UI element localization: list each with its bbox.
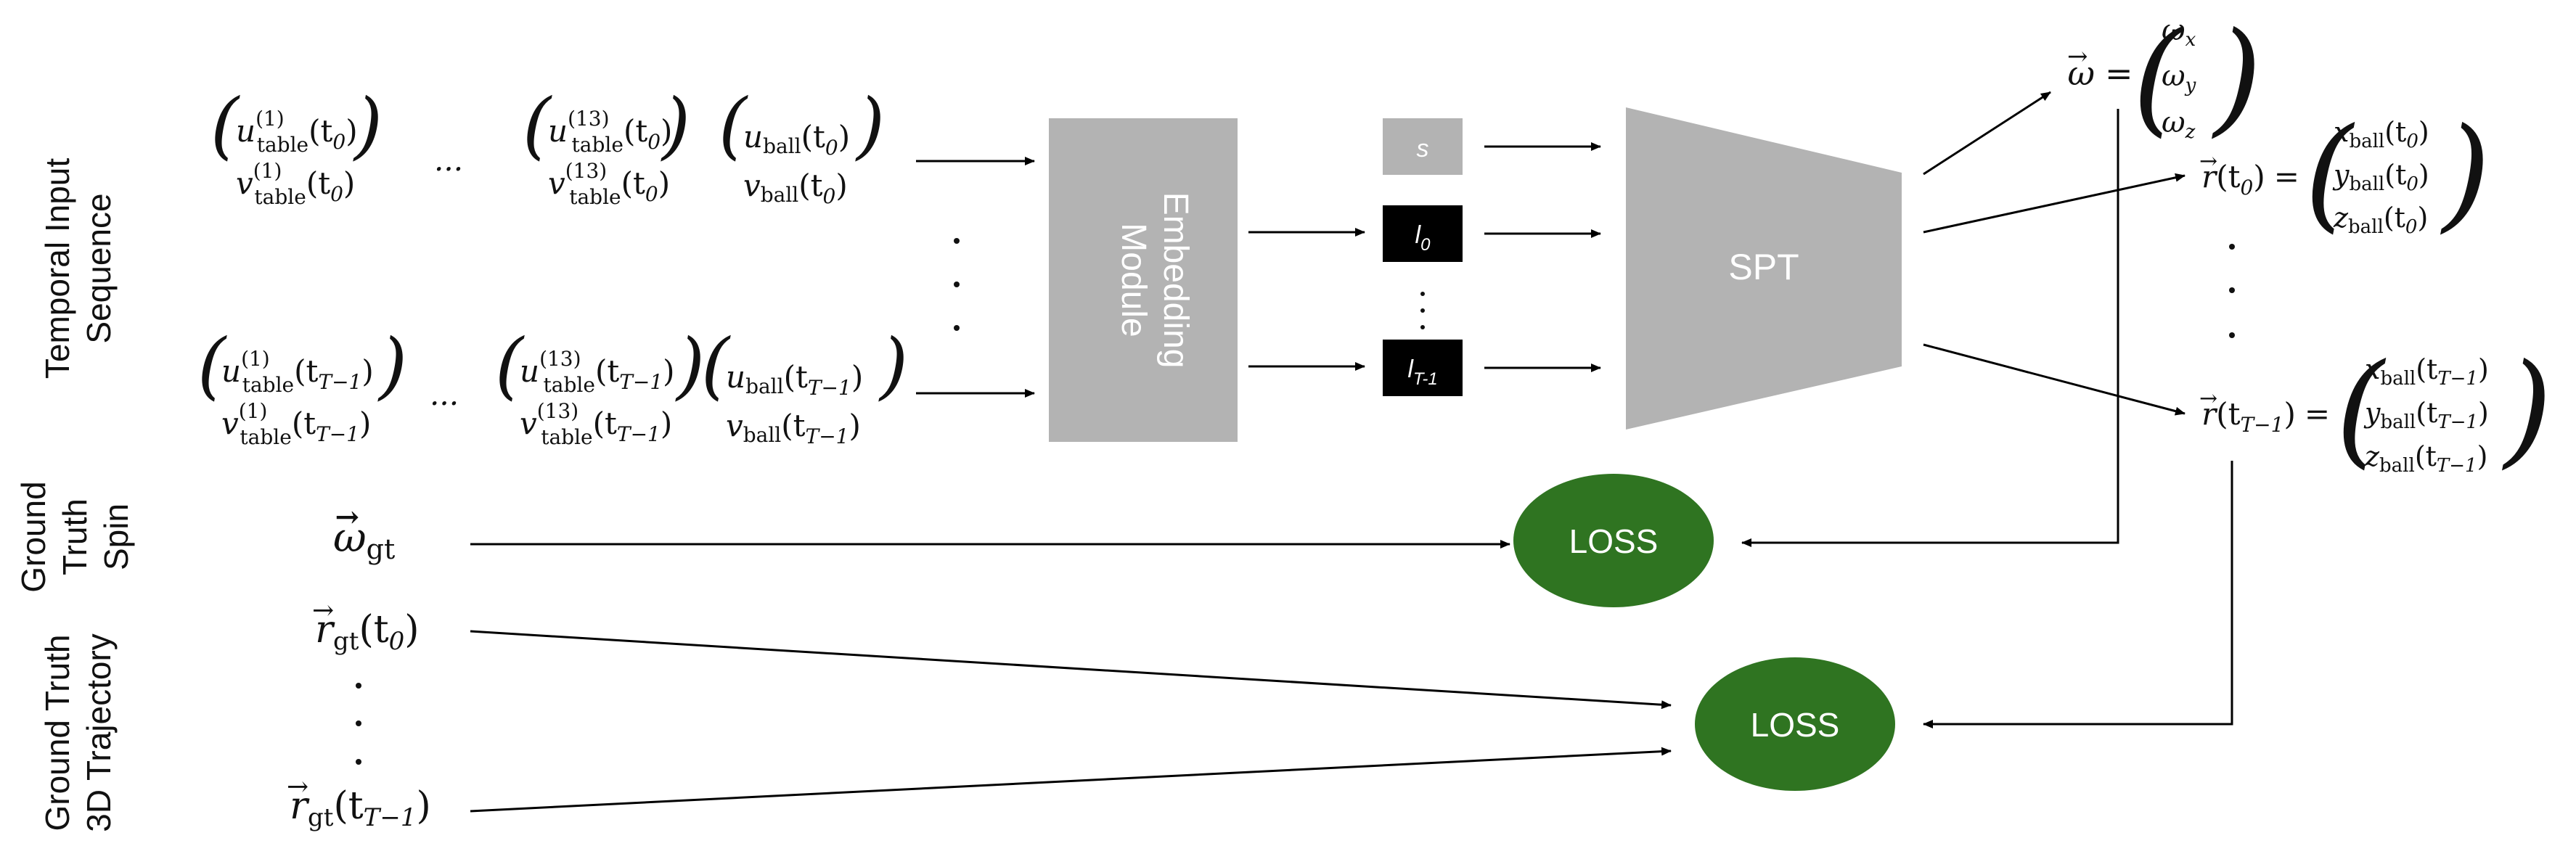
spin-label-line1: Ground	[15, 481, 52, 592]
temporal-input-sequence-label: Temporal Input Sequence	[38, 158, 118, 379]
ground-truth-trajectory-label: Ground Truth 3D Trajectory	[38, 633, 118, 832]
svg-text:→ωgt: →ωgt	[333, 500, 395, 565]
arrow-spt-to-r-t0	[1923, 173, 2185, 234]
input-row-tT: ( u(1)table(tT−1) v(1)table(tT−1) ) ... …	[197, 323, 908, 449]
traj-label-line1: Ground Truth	[38, 634, 76, 831]
svg-text:ωz: ωz	[2162, 106, 2196, 143]
input-vector-table1-tT: ( u(1)table(tT−1) v(1)table(tT−1) )	[197, 323, 407, 449]
input-vector-table13-t0: ( u(13)table(t0) v(13)table(t0) )	[523, 83, 690, 209]
embedding-label-line2: Module	[1114, 223, 1153, 337]
output-vertical-dots	[2229, 244, 2235, 338]
spin-label-line3: Spin	[97, 504, 135, 570]
svg-text:(: (	[2305, 102, 2355, 245]
svg-text:(: (	[719, 83, 748, 168]
svg-text:→ω=: →ω=	[2067, 42, 2133, 93]
svg-text:xball(tT−1): xball(tT−1)	[2365, 353, 2489, 390]
svg-text:l0: l0	[1415, 221, 1431, 255]
svg-text:vball(tT−1): vball(tT−1)	[726, 408, 861, 448]
svg-text:(: (	[2133, 6, 2183, 149]
input-row-t0: ( u(1)table(t0) v(1)table(t0) ) ... ( u(…	[210, 83, 885, 209]
embedding-module: Embedding Module	[1049, 118, 1238, 442]
loss-node-spin: LOSS	[1513, 474, 1714, 607]
svg-text:v(13)table(t0): v(13)table(t0)	[548, 159, 670, 209]
svg-text:uball(tT−1): uball(tT−1)	[726, 359, 863, 400]
svg-text:→rgt(tT−1): →rgt(tT−1)	[287, 772, 431, 832]
input-vector-ball-t0: ( uball(t0) vball(t0) )	[719, 83, 885, 208]
input-vertical-dots	[954, 238, 960, 331]
svg-text:yball(t0): yball(t0)	[2332, 159, 2429, 195]
token-dots	[1420, 292, 1425, 329]
svg-text:u(13)table(t0): u(13)table(t0)	[548, 107, 672, 157]
svg-text:s: s	[1417, 135, 1429, 163]
svg-text:): )	[855, 83, 885, 168]
svg-text:(: (	[523, 83, 552, 168]
input-vector-table1-t0: ( u(1)table(t0) v(1)table(t0) )	[210, 83, 383, 209]
svg-text:lT-1: lT-1	[1407, 356, 1437, 389]
output-r-tT: →r(tT−1)= ( xball(tT−1) yball(tT−1) zbal…	[2199, 337, 2552, 481]
input-ellipsis-t0: ...	[434, 142, 463, 178]
svg-text:u(1)table(t0): u(1)table(t0)	[236, 107, 358, 157]
svg-text:(: (	[701, 323, 731, 408]
svg-text:xball(t0): xball(t0)	[2334, 116, 2429, 152]
svg-text:): )	[675, 323, 705, 408]
arrow-omega-to-loss1	[1741, 109, 2119, 547]
input-ellipsis-tT: ...	[430, 377, 459, 412]
svg-text:u(1)table(tT−1): u(1)table(tT−1)	[221, 347, 374, 397]
svg-text:): )	[353, 83, 383, 168]
svg-text:): )	[2502, 337, 2552, 481]
svg-text:→r(t0)=: →r(t0)=	[2199, 149, 2299, 200]
svg-text:yball(tT−1): yball(tT−1)	[2363, 397, 2489, 433]
svg-text:): )	[377, 323, 407, 408]
svg-text:): )	[661, 83, 690, 168]
svg-text:(: (	[210, 83, 240, 168]
spt-block: SPT	[1626, 107, 1902, 430]
embedding-label-line1: Embedding	[1156, 192, 1195, 369]
arrow-r-output-to-loss2	[1923, 461, 2233, 728]
output-omega: →ω= ( ωx ωy ωz )	[2067, 6, 2262, 149]
svg-text:zball(tT−1): zball(tT−1)	[2364, 440, 2487, 477]
token-s: s	[1383, 118, 1463, 175]
spt-label: SPT	[1728, 247, 1799, 287]
loss1-label: LOSS	[1569, 522, 1659, 560]
input-vector-ball-tT: ( uball(tT−1) vball(tT−1) )	[701, 323, 908, 448]
temporal-label-line1: Temporal Input	[38, 158, 76, 379]
svg-text:vball(t0): vball(t0)	[743, 168, 848, 208]
output-r-t0: →r(t0)= ( xball(t0) yball(t0) zball(t0) …	[2199, 102, 2490, 245]
svg-text:v(1)table(tT−1): v(1)table(tT−1)	[221, 399, 371, 449]
svg-text:(: (	[2336, 337, 2387, 481]
loss-node-trajectory: LOSS	[1695, 657, 1895, 791]
ground-truth-omega: →ωgt	[333, 500, 395, 565]
svg-text:zball(t0): zball(t0)	[2333, 202, 2428, 238]
svg-text:): )	[878, 323, 908, 408]
token-lT: lT-1	[1383, 340, 1463, 396]
svg-text:u(13)table(tT−1): u(13)table(tT−1)	[520, 347, 675, 397]
temporal-label-line2: Sequence	[80, 193, 118, 343]
spin-label-line2: Truth	[56, 498, 94, 575]
token-l0: l0	[1383, 205, 1463, 262]
arrow-r-gt-t0-to-loss2	[470, 630, 1672, 710]
ground-truth-spin-label: Ground Truth Spin	[15, 481, 135, 592]
svg-text:(: (	[197, 323, 227, 408]
ground-truth-dots	[356, 683, 361, 765]
ground-truth-r-t0: →rgt(t0)	[312, 596, 420, 656]
svg-text:v(1)table(t0): v(1)table(t0)	[236, 159, 355, 209]
input-vector-table13-tT: ( u(13)table(tT−1) v(13)table(tT−1) )	[495, 323, 705, 449]
traj-label-line2: 3D Trajectory	[80, 633, 118, 832]
svg-text:ωx: ωx	[2162, 14, 2196, 51]
loss2-label: LOSS	[1751, 706, 1840, 744]
svg-text:uball(t0): uball(t0)	[743, 119, 850, 160]
svg-text:→rgt(t0): →rgt(t0)	[312, 596, 420, 656]
svg-text:→r(tT−1)=: →r(tT−1)=	[2199, 386, 2330, 437]
arrow-spt-to-r-tT	[1923, 343, 2185, 416]
arrow-r-gt-tT-to-loss2	[470, 747, 1672, 813]
svg-text:): )	[2440, 102, 2490, 245]
svg-text:(: (	[495, 323, 525, 408]
ground-truth-r-tT: →rgt(tT−1)	[287, 772, 431, 832]
arrow-spt-to-omega	[1923, 91, 2051, 176]
svg-text:): )	[2212, 6, 2262, 149]
svg-text:ωy: ωy	[2162, 59, 2196, 96]
svg-text:v(13)table(tT−1): v(13)table(tT−1)	[520, 399, 672, 449]
